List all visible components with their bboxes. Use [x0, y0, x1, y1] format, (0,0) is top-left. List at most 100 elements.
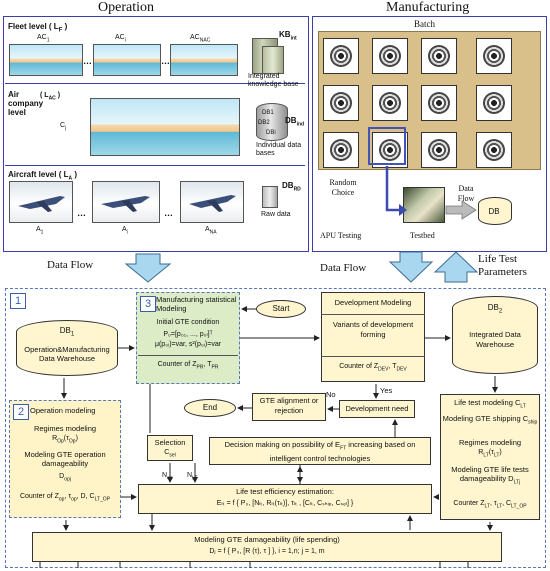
engine-fan-icon: [476, 132, 512, 168]
engine-fan-icon: [372, 132, 408, 168]
mfg-db-cylinder: [478, 197, 512, 225]
op-dmg-title: Modeling GTE operation damageability: [24, 450, 106, 468]
op-regimes: Regimes modeling: [33, 424, 97, 433]
server-icon: [262, 186, 278, 208]
cj-label: Cj: [60, 122, 67, 132]
dots-1: …: [83, 56, 92, 66]
raw-caption: Raw data: [261, 211, 291, 218]
random-choice-arrow: [385, 166, 401, 212]
decision-box: [209, 437, 431, 465]
kb-caption: Integrated knowledge base: [248, 73, 299, 88]
section-number-3: 3: [140, 296, 156, 312]
engine-fan-icon: [323, 38, 359, 74]
life-test-parameters: Life Test Parameters: [478, 253, 527, 278]
engine-fan-icon: [372, 38, 408, 74]
dev-need-box: [339, 400, 415, 418]
knowledge-base-icon-2: [262, 46, 284, 74]
dbind-label: DBind: [285, 116, 305, 128]
selection-label: Selection: [154, 438, 186, 447]
engine-fan-icon: [323, 132, 359, 168]
fleet-image-1: [9, 44, 83, 76]
fleet-level-label: Fleet level ( LF ): [8, 22, 68, 34]
gte-align-label: GTE alignment or rejection: [259, 396, 319, 415]
dmg-model-formula: Dⱼ = f { P₀, [R (τ), τ ] }, i = 1,n; j =…: [209, 548, 325, 555]
engine-fan-icon: [421, 38, 457, 74]
end-label: End: [202, 403, 218, 412]
start-node: [256, 300, 306, 318]
block-arrow-down-right: [388, 251, 434, 283]
op-model-title: Operation modeling: [30, 406, 96, 415]
lt-dmg: Modeling GTE life tests damageability DL…: [451, 465, 529, 486]
block-arrow-left: [124, 253, 172, 283]
p0-line: P₀=[p₀₁, ..., p₀ₗ]ᵀ: [163, 331, 213, 338]
dmg-model-title: Modeling GTE damageability (life spendin…: [194, 535, 340, 544]
initial-gte: Initial GTE condition: [156, 319, 220, 326]
data-flow-right: Data Flow: [320, 262, 367, 274]
dmg-model-box: [32, 532, 502, 562]
end-node: [184, 399, 236, 417]
operation-separator-1: [5, 83, 305, 84]
db2-icon-label: DB2: [258, 120, 270, 126]
op-dmg-formula: Dopj: [59, 473, 71, 483]
ship-model: Modeling GTE shipping Cship: [442, 414, 538, 426]
op-model-panel: [9, 400, 121, 518]
manufacturing-header: Manufacturing: [386, 0, 470, 15]
operation-separator-2: [5, 165, 305, 166]
csel-label: Csel: [164, 449, 176, 459]
dbrd-label: DBRD: [282, 181, 301, 193]
dev-sep-2: [321, 356, 425, 357]
a1-label: A1: [36, 226, 44, 236]
kb-label: KBint: [279, 30, 297, 42]
aci-label: ACi: [115, 34, 126, 44]
dev-model-panel: [321, 292, 425, 382]
apu-testing-label: APU Testing: [320, 231, 362, 240]
dots-2: …: [161, 56, 170, 66]
counter-dev: Counter of ZDEV, TDEV: [339, 363, 407, 373]
selection-box: [147, 435, 193, 461]
db2-cylinder: [452, 296, 538, 374]
op-counter: Counter of Zop, τop, D, CLT_OP: [19, 493, 111, 503]
db1-cylinder: [16, 320, 118, 376]
lt-regimes: Regimes modeling: [458, 438, 522, 447]
yes-label: Yes: [380, 386, 393, 395]
lt-model-title: Life test modeling CLT: [454, 398, 526, 410]
fleet-image-2: [93, 44, 161, 76]
life-test-est-title: Life test efficiency estimation:: [236, 487, 334, 496]
operation-header: Operation: [98, 0, 154, 15]
aircraft-image-3: [180, 181, 244, 223]
decision-label: Decision making on possibility of EFT in…: [224, 440, 416, 463]
lt-model-panel: [440, 394, 540, 520]
testbed-label: Testbed: [410, 231, 435, 240]
db1-icon-label: DB1: [262, 110, 274, 116]
aircraft-level-label: Aircraft level ( LA ): [8, 170, 77, 182]
mu-line: μ(p₀ᵢ)=var, s²(p₀ᵢ)=var: [154, 341, 222, 348]
db2-title: DB2: [487, 303, 503, 315]
dev-need-label: Development need: [345, 404, 409, 413]
db1-title: DB1: [59, 326, 75, 338]
gte-align-box: [252, 393, 326, 421]
batch-label: Batch: [414, 19, 435, 29]
variants-label: Variants of development forming: [332, 320, 414, 339]
no-label: No: [326, 390, 336, 399]
engine-fan-icon: [372, 85, 408, 121]
dots-4: …: [164, 208, 173, 218]
data-flow-label-mfg: Data Flow: [457, 184, 475, 203]
counter-pr: Counter of ZPR, TPR: [157, 361, 219, 371]
random-choice-label: Random Choice: [329, 178, 357, 197]
aircraft-image-1: [9, 181, 73, 223]
ac1-label: AC1: [37, 34, 50, 44]
dev-sep-1: [321, 314, 425, 315]
air-company-sub: ( LAC ): [40, 92, 61, 102]
air-company-image: [90, 98, 240, 156]
db1-text: Operation&Manufacturing Data Warehouse: [24, 345, 110, 363]
dots-3: …: [77, 208, 86, 218]
section-number-1: 1: [10, 293, 26, 309]
an-label: ANA: [205, 226, 217, 236]
aircraft-image-2: [92, 181, 160, 223]
data-flow-left: Data Flow: [47, 259, 94, 271]
db-stack-icon: [256, 103, 288, 141]
mfg-model-sep: [138, 355, 238, 356]
life-test-est-box: [138, 484, 432, 514]
data-flow-arrow: [445, 200, 477, 220]
dbi-icon-label: DBi: [266, 130, 276, 136]
